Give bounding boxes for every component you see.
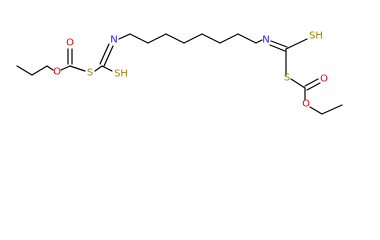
bond <box>304 78 319 87</box>
bond <box>237 33 257 44</box>
bond <box>255 39 263 44</box>
bond <box>16 65 33 76</box>
atom-sh-right: SH <box>309 31 323 42</box>
bond <box>46 65 54 71</box>
bond <box>31 65 48 76</box>
bond <box>94 65 103 72</box>
atom-o-ether-left: O <box>53 67 61 78</box>
bond <box>69 65 86 72</box>
bond <box>101 65 113 72</box>
bond <box>147 33 167 44</box>
atom-o-carbonyl-right: O <box>320 74 328 85</box>
atom-n-right: N <box>262 35 269 46</box>
atom-n-left: N <box>110 35 117 46</box>
bond <box>321 104 343 115</box>
bond-lines <box>16 33 343 115</box>
bond <box>165 33 185 44</box>
atom-o-ether-right: O <box>302 99 310 110</box>
bond <box>60 65 71 71</box>
atom-s-thio-left: S <box>87 68 93 79</box>
bond <box>118 33 131 40</box>
bond <box>183 33 203 44</box>
bond <box>201 33 221 44</box>
bond <box>103 45 114 67</box>
atom-labels: O O S SH N N SH S O O <box>53 31 328 110</box>
bond <box>306 82 321 91</box>
chemical-structure: O O S SH N N SH S O O <box>16 31 343 115</box>
bond <box>290 78 306 89</box>
bond <box>129 33 149 44</box>
atom-o-carbonyl-left: O <box>66 38 74 49</box>
bond <box>270 40 288 48</box>
atom-s-thio-right: S <box>284 73 290 84</box>
bond <box>99 43 110 65</box>
atom-sh-left: SH <box>114 69 128 80</box>
bond <box>269 44 286 52</box>
bond <box>285 38 308 50</box>
bond <box>219 33 239 44</box>
bond <box>309 106 323 115</box>
